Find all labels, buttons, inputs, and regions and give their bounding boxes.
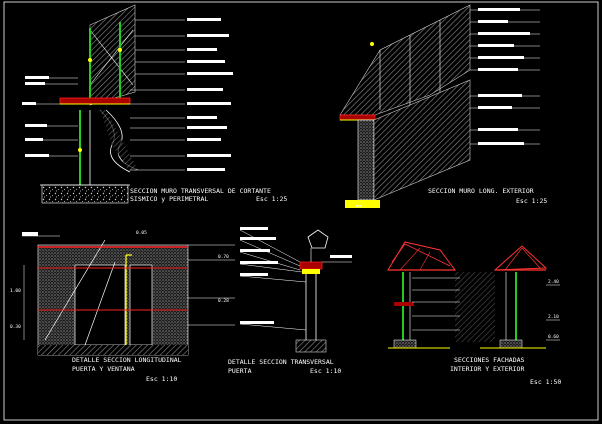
dim-facade-a: 2.40	[548, 279, 559, 285]
dim-facade-c: 0.60	[548, 334, 559, 340]
sheet-frame	[3, 1, 599, 421]
detail-facade-sections: 2.40 2.10 0.60	[387, 241, 560, 349]
detail-transversal-section	[239, 227, 352, 353]
seismic-title-line2: SISMICO y PERIMETRAL	[130, 195, 208, 203]
longitudinal-title-line2: PUERTA Y VENTANA	[72, 365, 135, 373]
dim-left-b: 0.30	[10, 324, 21, 330]
seismic-scale: Esc 1:25	[256, 195, 287, 203]
dim-door-top: 0.70	[218, 254, 229, 260]
facades-scale: Esc 1:50	[530, 378, 561, 386]
dim-left-a: 1.00	[10, 288, 21, 294]
svg-text:▬▬: ▬▬	[356, 204, 362, 209]
facades-title-line1: SECCIONES FACHADAS	[454, 356, 525, 364]
transversal-scale: Esc 1:10	[310, 367, 341, 375]
longitudinal-title-line1: DETALLE SECCION LONGITUDINAL	[72, 356, 182, 364]
exterior-scale: Esc 1:25	[516, 197, 547, 205]
transversal-title-line2: PUERTA	[228, 367, 252, 375]
facades-title-line2: INTERIOR Y EXTERIOR	[450, 365, 524, 373]
seismic-title-line1: SECCION MURO TRANSVERSAL DE CORTANTE	[130, 187, 271, 195]
dim-facade-b: 2.10	[548, 314, 559, 320]
dim-top-mark: 0.05	[136, 230, 147, 236]
exterior-title-line1: SECCION MURO LONG. EXTERIOR	[428, 187, 534, 195]
longitudinal-scale: Esc 1:10	[146, 375, 177, 383]
detail-longitudinal-section: 1.00 0.30 0.05 0.70 0.28	[10, 230, 235, 356]
dim-door-side: 0.28	[218, 298, 229, 304]
detail-seismic-wall	[22, 4, 233, 204]
detail-exterior-wall: ▬▬	[339, 4, 540, 209]
transversal-title-line1: DETALLE SECCION TRANSVERSAL	[228, 358, 334, 366]
